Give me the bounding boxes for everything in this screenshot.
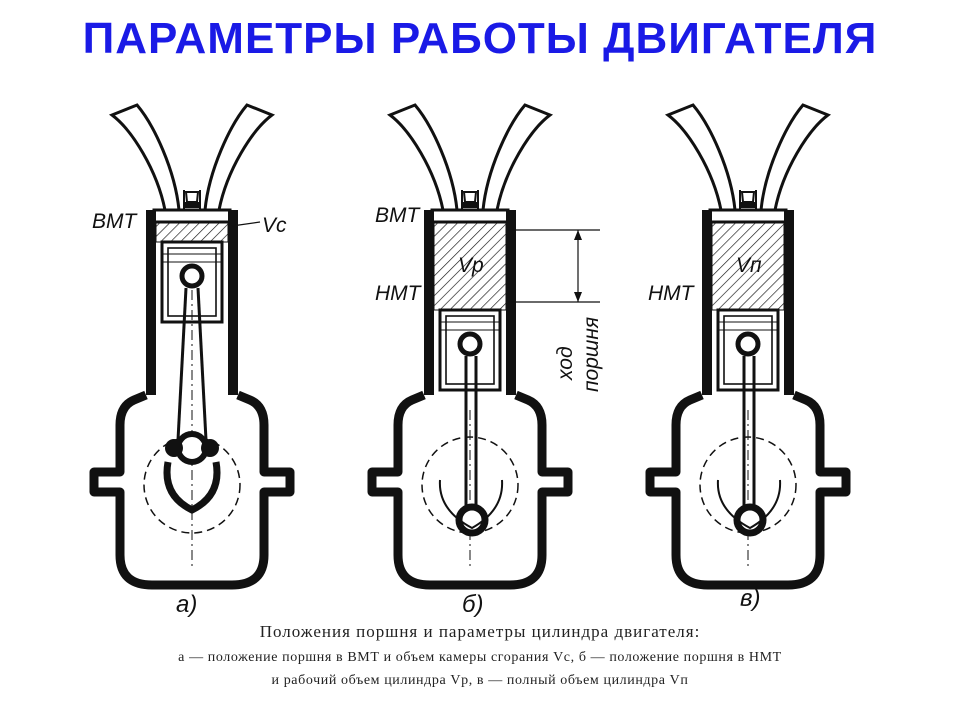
caption-line-2: а — положение поршня в ВМТ и объем камер…: [178, 650, 782, 665]
label-volume-a: Vc: [262, 214, 287, 237]
diagram-c: [650, 105, 846, 585]
caption-line-3: и рабочий объем цилиндра Vр, в — полный …: [271, 673, 689, 688]
sublabel-c: в): [740, 585, 761, 612]
page-title: ПАРАМЕТРЫ РАБОТЫ ДВИГАТЕЛЯ: [82, 14, 878, 63]
label-stroke-line2: поршня: [580, 317, 603, 392]
diagram-a: [94, 105, 290, 585]
label-stroke-line1: ход: [554, 346, 577, 381]
label-vmt-b: ВМТ: [375, 204, 422, 227]
label-vmt-a: ВМТ: [92, 210, 139, 233]
label-volume-c: Vп: [736, 254, 762, 277]
engine-diagrams: ВМТ Vc а) ВМТ НМТ Vр ход поршня б) НМТ V…: [0, 0, 960, 618]
sublabel-a: а): [176, 591, 197, 618]
label-nmt-b: НМТ: [375, 282, 423, 305]
label-volume-b: Vр: [458, 254, 484, 277]
caption-title: Положения поршня и параметры цилиндра дв…: [259, 622, 701, 641]
sublabel-b: б): [462, 591, 484, 618]
label-nmt-c: НМТ: [648, 282, 696, 305]
diagram-b: [372, 105, 600, 585]
